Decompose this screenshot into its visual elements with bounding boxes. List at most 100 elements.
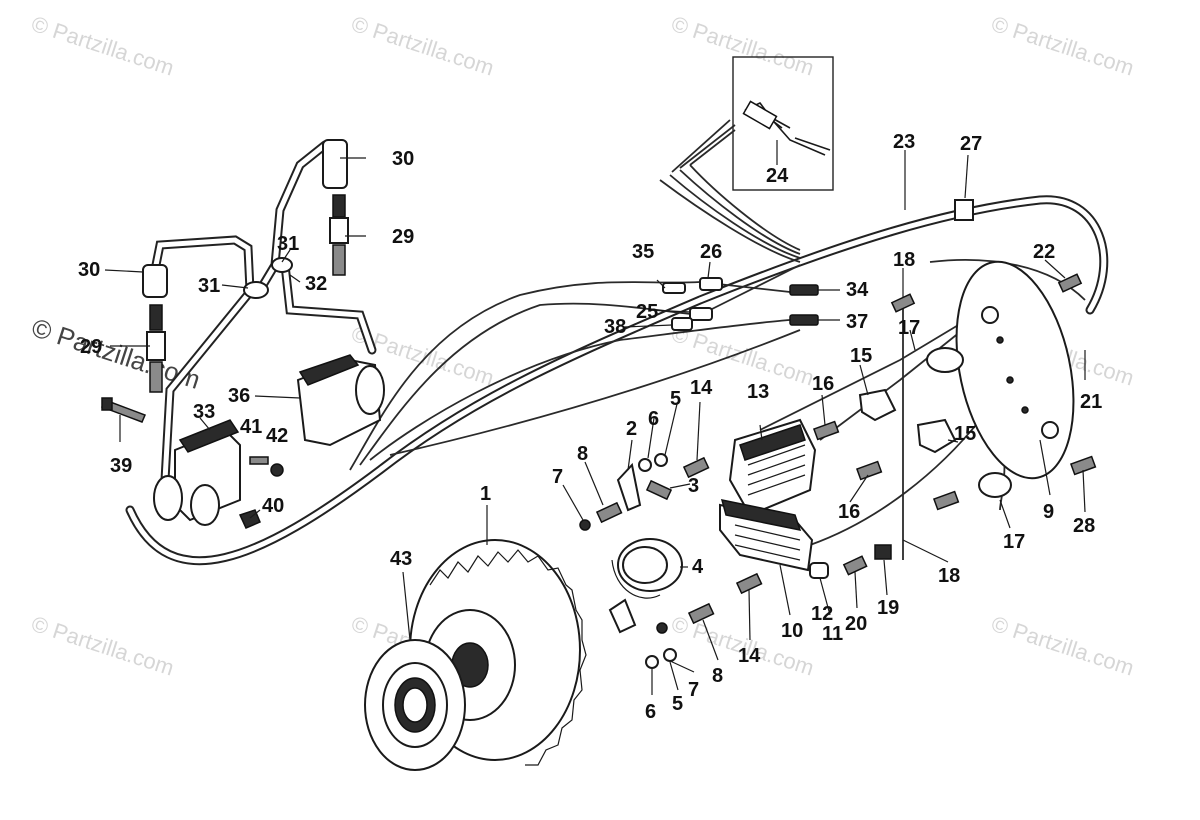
callout-33: 33 — [193, 401, 215, 423]
watermark-tile: © Partzilla.com — [988, 11, 1137, 81]
watermark-tile: © Partzilla.com — [348, 11, 497, 81]
callout-9: 9 — [1043, 501, 1054, 523]
callout-29: 29 — [392, 226, 414, 248]
pulley — [364, 639, 466, 771]
callout-4: 4 — [692, 556, 704, 578]
bolt — [249, 456, 269, 465]
callout-40: 40 — [262, 495, 284, 517]
callout-6: 6 — [648, 408, 659, 430]
callout-36: 36 — [228, 385, 250, 407]
callout-6: 6 — [645, 701, 656, 723]
watermark-tile: © Partzilla.com — [668, 11, 817, 81]
callout-7: 7 — [552, 466, 563, 488]
callout-3: 3 — [688, 475, 699, 497]
watermark-tile: © Partzilla.com — [28, 11, 177, 81]
leader-lines — [104, 140, 1086, 695]
voltage-regulator — [728, 418, 817, 517]
watermark-tile: © Partzilla.com — [988, 611, 1137, 681]
callout-labels: 1 2 3 4 5 5 6 6 7 7 8 8 9 10 11 12 13 14… — [78, 131, 1102, 723]
callout-16: 16 — [812, 373, 834, 395]
spark-plug-cap — [142, 264, 168, 298]
callout-8: 8 — [712, 665, 723, 687]
callout-22: 22 — [1033, 241, 1055, 263]
callout-37: 37 — [846, 311, 868, 333]
callout-28: 28 — [1073, 515, 1095, 537]
callout-16: 16 — [838, 501, 860, 523]
callout-29: 29 — [80, 336, 102, 358]
callout-27: 27 — [960, 133, 982, 155]
left-ignition-assembly — [101, 139, 385, 529]
spring — [645, 479, 673, 501]
wire-clip — [978, 472, 1012, 498]
callout-38: 38 — [604, 316, 626, 338]
callout-43: 43 — [390, 548, 412, 570]
callout-17: 17 — [898, 317, 920, 339]
callout-41: 41 — [240, 416, 262, 438]
pickup-coil — [858, 388, 897, 422]
callout-25: 25 — [636, 301, 658, 323]
callout-13: 13 — [747, 381, 769, 403]
callout-2: 2 — [626, 418, 637, 440]
callout-8: 8 — [577, 443, 588, 465]
callout-34: 34 — [846, 279, 869, 301]
callout-31: 31 — [277, 233, 299, 255]
spark-plug-cap — [322, 139, 348, 189]
wire-clamp — [243, 281, 269, 299]
callout-12: 12 — [811, 603, 833, 625]
callout-30: 30 — [392, 148, 414, 170]
screw — [101, 397, 146, 423]
breaker-point — [608, 598, 637, 634]
callout-15: 15 — [850, 345, 872, 367]
callout-18: 18 — [893, 249, 915, 271]
harness-clamp — [954, 199, 974, 221]
wire-clamp — [271, 257, 293, 273]
callout-30: 30 — [78, 259, 100, 281]
callout-18: 18 — [938, 565, 960, 587]
nut — [270, 463, 284, 477]
stator-plate — [955, 260, 1075, 480]
callout-14: 14 — [738, 645, 761, 667]
spark-plug — [146, 304, 166, 393]
callout-19: 19 — [877, 597, 899, 619]
callout-39: 39 — [110, 455, 132, 477]
callout-17: 17 — [1003, 531, 1025, 553]
callout-5: 5 — [672, 693, 683, 715]
connector — [671, 317, 693, 331]
connector — [789, 284, 819, 296]
connector — [699, 277, 723, 291]
rectifier — [719, 499, 814, 572]
harness-connectors — [662, 199, 974, 331]
spark-plug — [329, 194, 349, 276]
ignition-coil — [296, 354, 385, 447]
callout-7: 7 — [688, 679, 699, 701]
callout-26: 26 — [700, 241, 722, 263]
callout-15: 15 — [954, 423, 976, 445]
wire-clip — [926, 347, 964, 373]
callout-32: 32 — [305, 273, 327, 295]
callout-35: 35 — [632, 241, 654, 263]
connector — [789, 314, 819, 326]
breaker-point — [616, 462, 642, 512]
cam-housing — [611, 538, 683, 599]
callout-10: 10 — [781, 620, 803, 642]
small-screws — [579, 273, 1097, 669]
spacer — [809, 562, 829, 579]
callout-1: 1 — [480, 483, 491, 505]
callout-24: 24 — [766, 165, 789, 187]
connector — [662, 282, 686, 294]
callout-11: 11 — [822, 623, 843, 645]
callout-20: 20 — [845, 613, 867, 635]
callout-31: 31 — [198, 275, 220, 297]
callout-42: 42 — [266, 425, 288, 447]
callout-5: 5 — [670, 388, 681, 410]
watermark-tile: © Partzilla.com — [28, 611, 177, 681]
connector-inset-box — [732, 56, 834, 191]
ignition-coil — [153, 419, 241, 526]
callout-21: 21 — [1080, 391, 1102, 413]
callout-23: 23 — [893, 131, 915, 153]
connector — [689, 307, 713, 321]
callout-14: 14 — [690, 377, 713, 399]
pickup-coil — [916, 418, 957, 454]
